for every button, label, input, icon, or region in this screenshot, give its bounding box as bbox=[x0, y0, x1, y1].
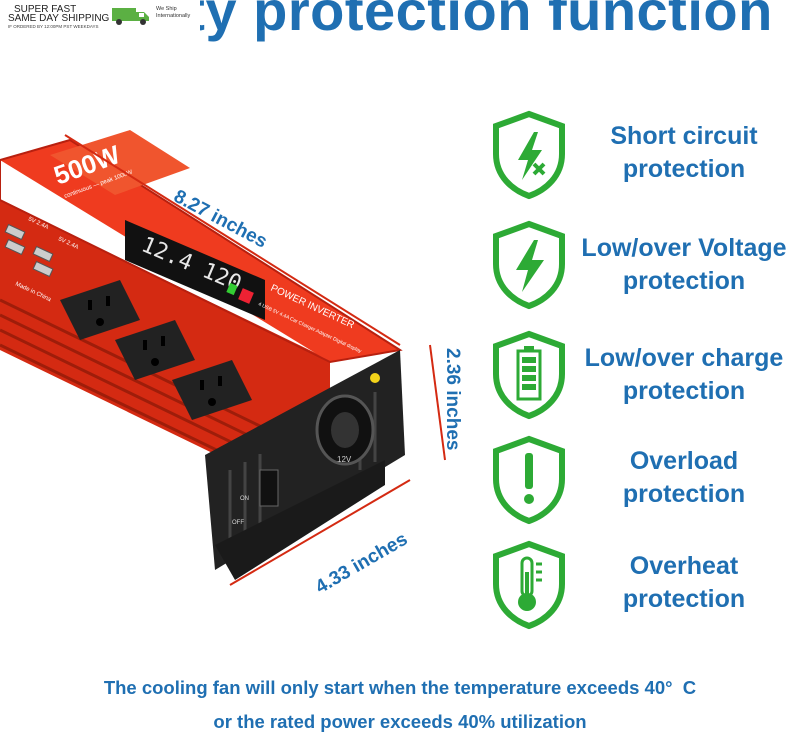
ac-outlet bbox=[115, 320, 195, 380]
banner-line-2: SAME DAY SHIPPING bbox=[8, 13, 110, 24]
feature-subtitle: protection bbox=[622, 155, 746, 183]
feature-title: Low/over Voltage bbox=[581, 234, 787, 262]
banner-line-1: SUPER FAST bbox=[14, 4, 77, 15]
feature-voltage: Low/over Voltage protection bbox=[490, 220, 800, 320]
ac-outlet bbox=[172, 360, 252, 420]
thermometer-icon bbox=[493, 540, 565, 630]
footer-line-2: or the rated power exceeds 40% utilizati… bbox=[213, 711, 587, 732]
feature-short-circuit: Short circuit protection bbox=[490, 110, 800, 210]
ship-line-1: We Ship bbox=[156, 6, 177, 12]
footer-line-1: The cooling fan will only start when the… bbox=[103, 677, 697, 698]
height-dimension: 2.36 inches bbox=[442, 348, 463, 451]
feature-subtitle: protection bbox=[622, 267, 746, 295]
lightning-bolt-icon bbox=[493, 220, 565, 310]
feature-subtitle: protection bbox=[622, 480, 746, 508]
feature-title: Overload bbox=[629, 447, 739, 475]
feature-subtitle: protection bbox=[622, 377, 746, 405]
feature-subtitle: protection bbox=[622, 585, 746, 613]
feature-title: Overheat bbox=[629, 552, 739, 580]
feature-overheat: Overheat protection bbox=[490, 540, 800, 640]
exclamation-icon bbox=[493, 435, 565, 525]
switch-off-label: OFF bbox=[232, 520, 244, 526]
feature-charge: Low/over charge protection bbox=[490, 330, 800, 430]
ac-outlet bbox=[60, 280, 140, 340]
lightning-bolt-x-icon bbox=[493, 110, 565, 200]
feature-title: Low/over charge bbox=[584, 344, 784, 372]
ship-line-2: Internationally bbox=[156, 13, 191, 19]
delivery-truck-icon bbox=[112, 8, 149, 25]
ship-international-text: We Ship Internationally bbox=[156, 6, 190, 20]
feature-title: Short circuit bbox=[610, 122, 758, 150]
inverter-illustration: 500W continuous — peak 1000W 5V 2.4A 5V … bbox=[0, 130, 446, 586]
socket-label: 12V bbox=[337, 455, 352, 464]
banner-line-3: IF ORDERED BY 12:00PM PST WEEKDAYS bbox=[8, 24, 99, 29]
battery-icon bbox=[493, 330, 565, 420]
shipping-banner: SUPER FAST SAME DAY SHIPPING IF ORDERED … bbox=[0, 0, 200, 32]
feature-overload: Overload protection bbox=[490, 435, 800, 535]
switch-on-label: ON bbox=[240, 496, 249, 502]
